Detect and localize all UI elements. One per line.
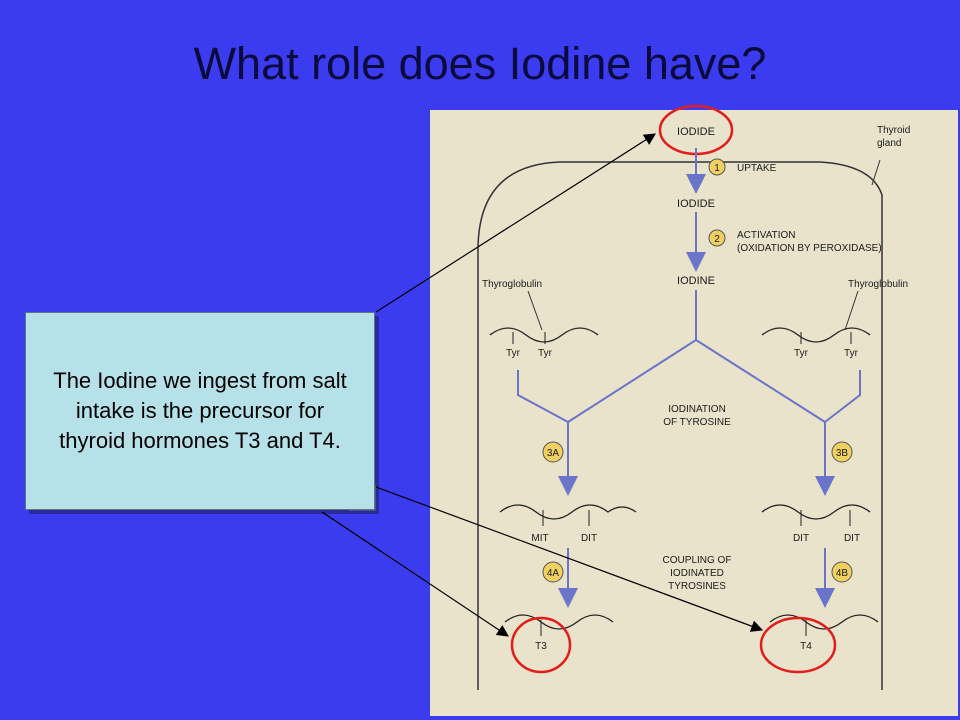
step4a-number: 4A <box>547 568 560 579</box>
thyroglobulin-right-label: Thyroglobulin <box>848 279 908 290</box>
coupling-label-line3: TYROSINES <box>668 581 726 592</box>
step4b-circle <box>831 561 853 583</box>
uptake-label: UPTAKE <box>737 163 777 174</box>
thyroglobulin-left-chain <box>489 327 599 343</box>
slide-title: What role does Iodine have? <box>193 38 767 89</box>
thyroglobulin-right-chain <box>761 327 871 343</box>
tyr-left-1: Tyr <box>506 348 521 359</box>
activation-label-line1: ACTIVATION <box>737 230 796 241</box>
mit-label: MIT <box>531 533 548 544</box>
dit-right-1-label: DIT <box>793 533 809 544</box>
left-join-line <box>517 370 569 423</box>
iodine-branch-left <box>567 339 697 423</box>
tyr-left-2: Tyr <box>538 348 553 359</box>
iodination-label-line2: OF TYROSINE <box>663 417 731 428</box>
iodine-branch-right <box>695 339 826 423</box>
step1-number: 1 <box>714 163 720 174</box>
iodine-label: IODINE <box>677 275 715 287</box>
step2-circle <box>708 229 726 247</box>
coupling-label-line1: COUPLING OF <box>663 555 732 566</box>
thyroglobulin-right-pointer <box>844 290 859 331</box>
t4-label: T4 <box>800 641 812 652</box>
step3a-number: 3A <box>547 448 560 459</box>
tyr-right-2: Tyr <box>844 348 859 359</box>
t3-label: T3 <box>535 641 547 652</box>
t3-chain <box>504 614 614 630</box>
iodide-top-label: IODIDE <box>677 126 715 138</box>
dit-right-2-label: DIT <box>844 533 860 544</box>
gland-label-line2: gland <box>877 138 901 149</box>
t3-highlight-circle <box>510 616 572 674</box>
step3b-number: 3B <box>836 448 849 459</box>
mit-dit-chain-left <box>499 504 637 520</box>
pointer-to-iodide <box>375 133 657 313</box>
step1-circle <box>708 158 726 176</box>
t4-highlight-circle <box>759 616 837 674</box>
activation-label-line2: (OXIDATION BY PEROXIDASE) <box>737 243 882 254</box>
step3b-circle <box>831 441 853 463</box>
step2-number: 2 <box>714 234 720 245</box>
dit-left-label: DIT <box>581 533 597 544</box>
thyroid-gland-outline <box>477 161 883 690</box>
gland-label-line1: Thyroid <box>877 125 910 136</box>
right-join-line <box>824 370 861 423</box>
t4-chain <box>769 614 879 630</box>
callout-box: The Iodine we ingest from salt intake is… <box>25 312 375 510</box>
step3a-circle <box>542 441 564 463</box>
thyroglobulin-left-label: Thyroglobulin <box>482 279 542 290</box>
pointer-to-t4 <box>375 486 764 632</box>
dit-dit-chain-right <box>761 504 871 520</box>
pointer-to-t3 <box>321 511 509 637</box>
step4a-circle <box>542 561 564 583</box>
step4b-number: 4B <box>836 568 849 579</box>
gland-label-pointer <box>871 159 881 186</box>
iodide-mid-label: IODIDE <box>677 198 715 210</box>
tyr-right-1: Tyr <box>794 348 809 359</box>
iodination-label-line1: IODINATION <box>668 404 726 415</box>
thyroglobulin-left-pointer <box>527 290 543 331</box>
coupling-label-line2: IODINATED <box>670 568 724 579</box>
